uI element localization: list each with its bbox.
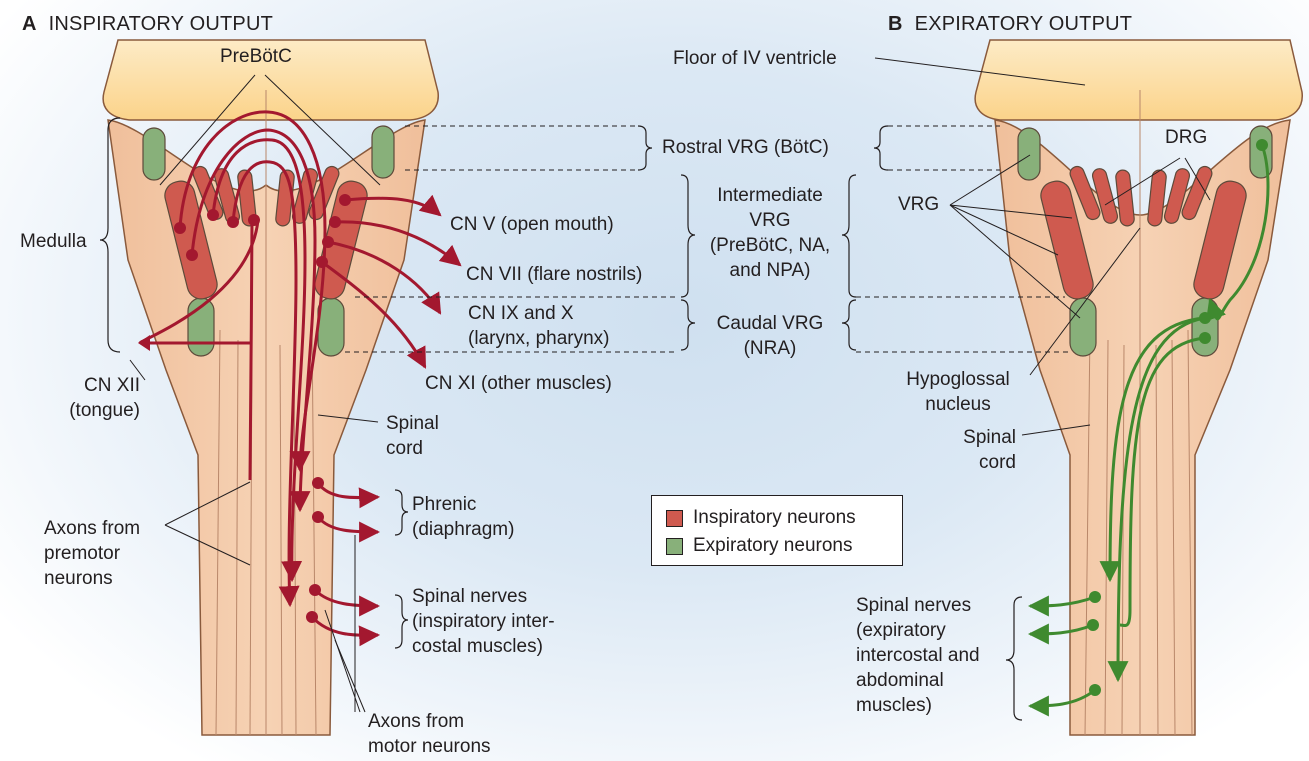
phrenic-line-2: (diaphragm) <box>412 519 515 540</box>
panel-a-letter: A <box>22 13 37 35</box>
axons-motor-label: Axons from motor neurons <box>368 709 491 759</box>
spinal-nerves-a-line-1: Spinal nerves <box>412 586 528 607</box>
spinal-nerves-b-label: Spinal nerves (expiratory intercostal an… <box>856 593 980 718</box>
phrenic-brace <box>394 489 409 536</box>
axons-motor-line-2: motor neurons <box>368 736 491 757</box>
cn-xi-label: CN XI (other muscles) <box>425 373 612 394</box>
panel-b-letter: B <box>888 13 903 35</box>
panel-a-green-column-left-top <box>142 127 166 181</box>
caudal-vrg-line-1: Caudal VRG <box>716 313 824 334</box>
cn-xii-line-2: (tongue) <box>69 400 140 421</box>
panel-a-leader-lines <box>129 74 381 713</box>
spinal-nerves-a-label: Spinal nerves (inspiratory inter- costal… <box>412 584 555 659</box>
inspiratory-swatch <box>666 509 683 527</box>
panel-b-title: EXPIRATORY OUTPUT <box>914 13 1133 35</box>
cn-ix-x-line-1: CN IX and X <box>468 303 574 324</box>
drg-label: DRG <box>1165 127 1208 148</box>
panel-b-green-column-right-bottom <box>1191 297 1219 357</box>
floor-iv-ventricle-label: Floor of IV ventricle <box>673 48 837 69</box>
hypoglossal-line-2: nucleus <box>925 394 991 415</box>
spinal-cord-a-label: Spinal cord <box>386 411 439 461</box>
spinal-nerves-b-line-3: intercostal and <box>856 645 980 666</box>
panel-b-brainstem <box>856 39 1303 736</box>
spinal-cord-b-line-1: Spinal <box>963 427 1016 448</box>
panel-b-header: B EXPIRATORY OUTPUT <box>888 12 1132 37</box>
panel-b-level-lines <box>856 125 1070 353</box>
vrg-region-braces <box>637 125 889 351</box>
spinal-cord-b-label: Spinal cord <box>920 425 1016 475</box>
axons-premotor-line-1: Axons from <box>44 518 141 539</box>
intermediate-vrg-line-2: VRG <box>749 210 791 231</box>
panel-b-leader-lines <box>874 57 1211 436</box>
panel-a-level-lines <box>345 125 678 353</box>
intermediate-vrg-line-1: Intermediate <box>717 185 823 206</box>
vrg-label: VRG <box>898 194 940 215</box>
spinal-nerves-a-line-3: costal muscles) <box>412 636 543 657</box>
panel-a-neuron-somas <box>174 194 351 623</box>
spinal-cord-b-line-2: cord <box>979 452 1016 473</box>
cn-vii-label: CN VII (flare nostrils) <box>466 264 643 285</box>
prebotc-label: PreBötC <box>220 46 292 67</box>
cn-v-label: CN V (open mouth) <box>450 214 614 235</box>
cn-ix-x-line-2: (larynx, pharynx) <box>468 328 610 349</box>
legend-label-inspiratory: Inspiratory neurons <box>693 507 856 528</box>
cn-ix-x-label: CN IX and X (larynx, pharynx) <box>468 301 610 351</box>
caudal-vrg-label: Caudal VRG (NRA) <box>690 311 850 361</box>
spinal-cord-a-line-2: cord <box>386 438 423 459</box>
rostral-vrg-label: Rostral VRG (BötC) <box>662 137 829 158</box>
spinal-nerves-a-line-2: (inspiratory inter- <box>412 611 555 632</box>
panel-a-green-column-right-top <box>371 125 395 179</box>
spinal-nerves-b-line-1: Spinal nerves <box>856 595 972 616</box>
axons-premotor-line-2: premotor <box>44 543 121 564</box>
axons-motor-line-1: Axons from <box>368 711 465 732</box>
spinal-cord-a-line-1: Spinal <box>386 413 439 434</box>
spinal-nerves-a-brace <box>394 594 409 649</box>
legend-label-expiratory: Expiratory neurons <box>693 535 853 556</box>
intermediate-vrg-line-3: (PreBötC, NA, <box>709 235 831 256</box>
spinal-nerves-b-line-2: (expiratory <box>856 620 946 641</box>
panel-b-green-column-left-top <box>1017 127 1041 181</box>
expiratory-swatch <box>666 537 683 555</box>
legend-item-inspiratory: Inspiratory neurons <box>666 505 856 531</box>
intermediate-vrg-label: Intermediate VRG (PreBötC, NA, and NPA) <box>690 183 850 283</box>
axons-premotor-label: Axons from premotor neurons <box>44 516 140 591</box>
medulla-label: Medulla <box>20 231 87 252</box>
spinal-nerves-b-line-4: abdominal <box>856 670 944 691</box>
panel-a-brainstem <box>99 39 678 736</box>
panel-b-medulla-cord <box>994 119 1291 736</box>
phrenic-label: Phrenic (diaphragm) <box>412 492 514 542</box>
panel-b-ventricle-floor <box>974 39 1303 121</box>
cn-xii-label: CN XII (tongue) <box>40 373 140 423</box>
hypoglossal-line-1: Hypoglossal <box>906 369 1010 390</box>
cn-xii-line-1: CN XII <box>84 375 140 396</box>
axons-premotor-line-3: neurons <box>44 568 113 589</box>
legend-item-expiratory: Expiratory neurons <box>666 533 852 559</box>
legend: Inspiratory neurons Expiratory neurons <box>651 495 903 566</box>
caudal-vrg-line-2: (NRA) <box>743 338 797 359</box>
panel-a-header: A INSPIRATORY OUTPUT <box>22 12 273 37</box>
panel-b-neuron-somas <box>1087 139 1268 696</box>
medulla-brace <box>99 117 121 353</box>
panel-b-expiratory-axons <box>1027 144 1270 717</box>
panel-a-inspiratory-axons <box>138 110 462 647</box>
cn-xii-arrowhead <box>138 335 150 351</box>
spinal-nerves-b-brace <box>1005 596 1023 721</box>
spinal-nerves-b-line-5: muscles) <box>856 695 933 716</box>
panel-a-green-column-right-bottom <box>317 297 345 357</box>
intermediate-vrg-line-4: and NPA) <box>729 260 811 281</box>
phrenic-line-1: Phrenic <box>412 494 477 515</box>
panel-a-red-nuclei <box>164 165 368 300</box>
panel-b-red-nuclei <box>1040 165 1247 300</box>
panel-b-green-column-left-bottom <box>1069 297 1097 357</box>
panel-a-title: INSPIRATORY OUTPUT <box>48 13 274 35</box>
hypoglossal-nucleus-label: Hypoglossal nucleus <box>888 367 1028 417</box>
